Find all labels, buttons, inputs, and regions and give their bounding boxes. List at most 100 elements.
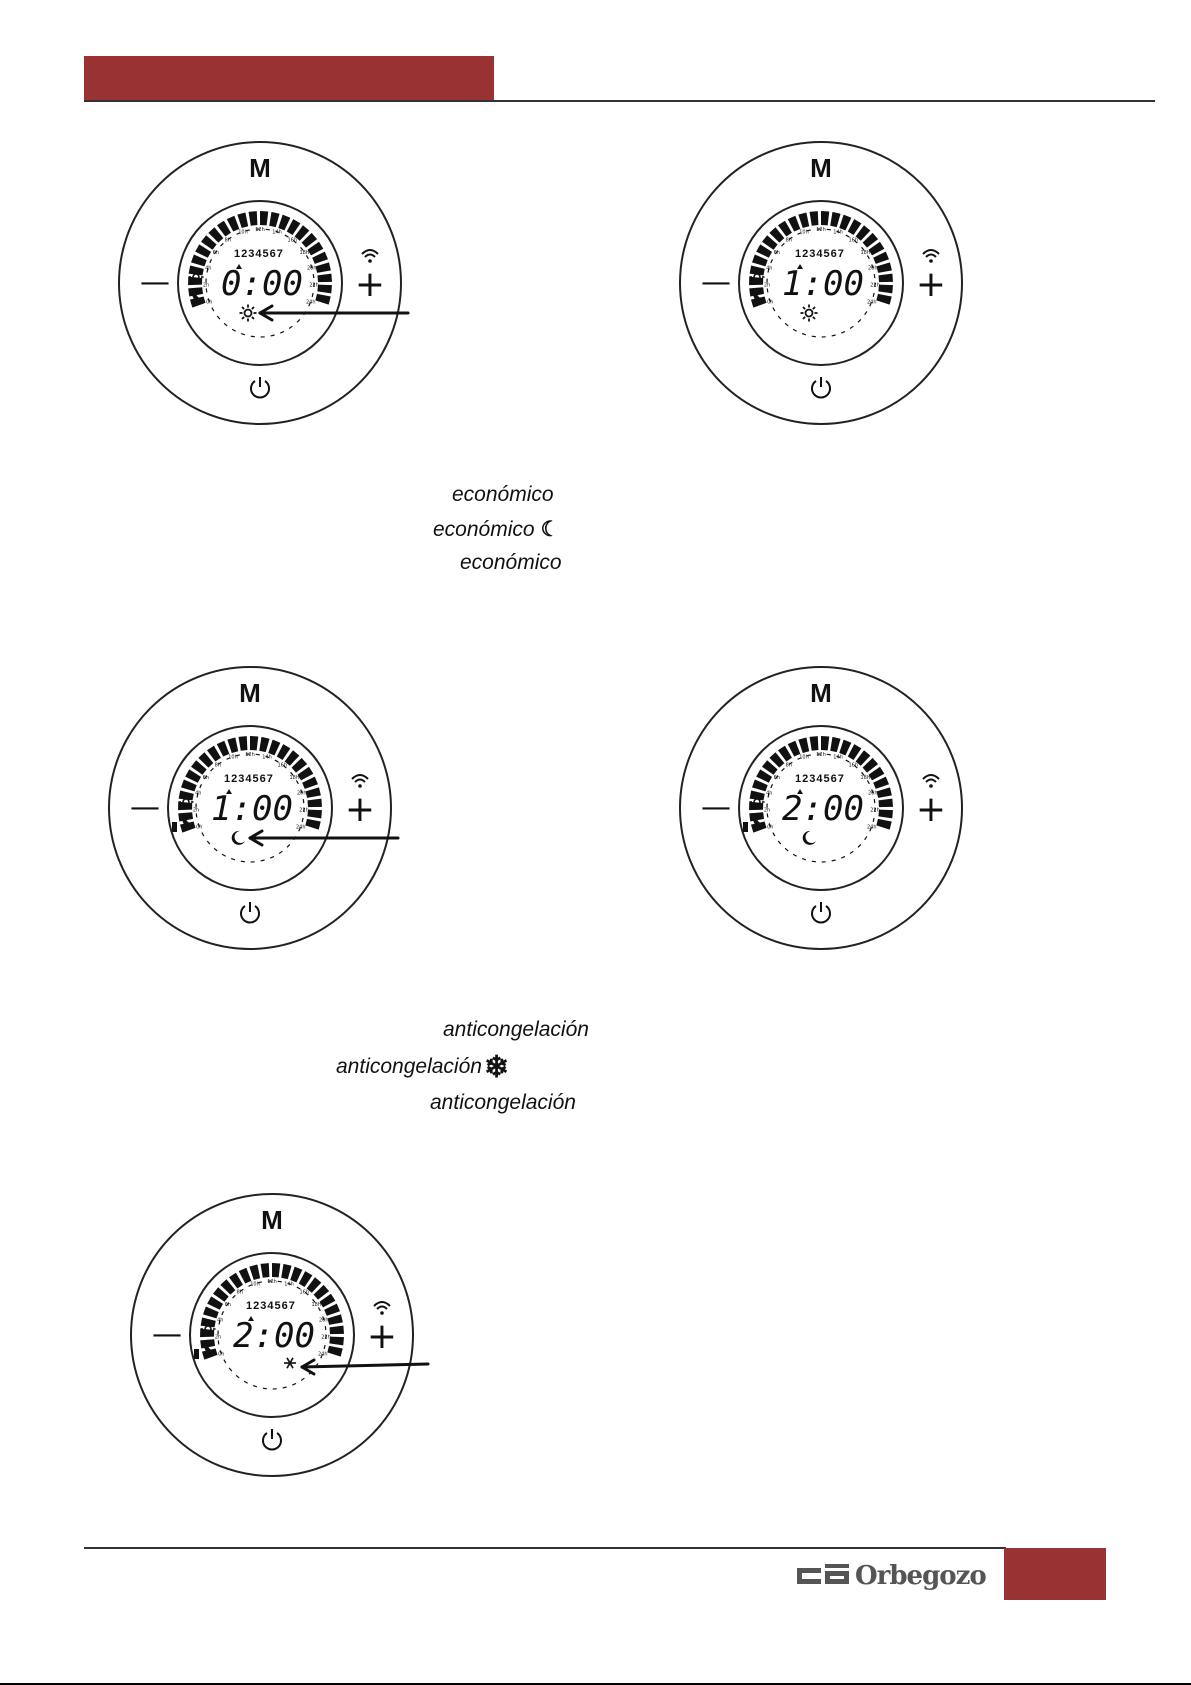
outer-ring: [108, 666, 392, 950]
day-indicator: 1234567: [246, 1300, 296, 1312]
dial-hour-label: 16h: [848, 763, 858, 769]
dial-hour-label: 6h: [213, 250, 219, 256]
label-anticongelacion-3: anticongelación: [430, 1091, 576, 1114]
dial-hour-label: 24h: [867, 824, 877, 830]
sun-icon: [749, 794, 765, 810]
dial-hour-label: 10h: [799, 755, 809, 761]
dial-hour-label: 2h: [193, 808, 199, 814]
dial-hour-label: 18h: [299, 250, 309, 256]
dial-hour-label: 10h: [238, 230, 248, 236]
time-display: 1:00: [782, 264, 864, 304]
power-icon: [811, 902, 831, 924]
dial-hour-label: 12h: [255, 227, 265, 233]
dial-hour-label: 6h: [225, 1302, 231, 1308]
day-indicator: 1234567: [795, 248, 845, 260]
dial-hour-label: 20h: [319, 1318, 329, 1324]
power-icon: [262, 1429, 282, 1451]
display-ring: [738, 200, 904, 366]
plus-button: +: [345, 789, 375, 830]
sun-icon: [239, 304, 257, 322]
svg-text:Orbegozo: Orbegozo: [855, 1561, 986, 1591]
header-rule: [84, 100, 1155, 102]
dial-hour-label: 2h: [215, 1335, 221, 1341]
dial-hour-label: 14h: [272, 230, 282, 236]
dial-hour-label: 8h: [215, 763, 221, 769]
outer-ring: [130, 1193, 414, 1477]
dial-hour-label: 24h: [306, 299, 316, 305]
header-accent-bar: [84, 56, 494, 100]
moon-icon: [182, 814, 194, 826]
frost-bar-icon: [172, 822, 177, 832]
plus-button: +: [916, 264, 946, 305]
footer-accent-block: [1004, 1548, 1106, 1600]
wifi-icon: [373, 1301, 391, 1315]
dial-hour-label: 20h: [868, 791, 878, 797]
snowflake-icon: ❄: [483, 1051, 510, 1084]
dial-hour-label: 18h: [860, 250, 870, 256]
sun-icon: [178, 794, 194, 810]
dial-hour-label: 6h: [774, 250, 780, 256]
dial-hour-label: 24h: [296, 824, 306, 830]
dial-hour-label: 0h: [218, 1351, 224, 1357]
day-marker: [797, 264, 803, 269]
frost-bar-icon: [194, 1349, 199, 1359]
dial-scale: [766, 753, 876, 863]
minus-button: —: [152, 1317, 182, 1352]
dial-hour-label: 20h: [297, 791, 307, 797]
moon-icon: [753, 289, 765, 301]
dial-hour-label: 0h: [767, 824, 773, 830]
dial-hour-label: 22h: [321, 1335, 331, 1341]
label-anticongelacion-1: anticongelación: [443, 1018, 589, 1041]
pointer-arrow: [248, 829, 400, 847]
moon-icon: ☾: [540, 518, 560, 541]
moon-icon: [802, 830, 816, 845]
day-marker: [226, 789, 232, 794]
dial-hour-label: 4h: [195, 791, 201, 797]
dial-hour-label: 10h: [250, 1282, 260, 1288]
dial-hour-label: 20h: [307, 266, 317, 272]
dial-hour-label: 8h: [225, 238, 231, 244]
plus-button: +: [355, 264, 385, 305]
dial-hour-label: 16h: [299, 1290, 309, 1296]
display-ring: [177, 200, 343, 366]
sun-icon: [800, 304, 818, 322]
dial-hour-label: 4h: [205, 266, 211, 272]
moon-icon: [753, 814, 765, 826]
dial-hour-label: 22h: [309, 283, 319, 289]
dial-scale: [205, 228, 315, 338]
dial-hour-label: 14h: [262, 755, 272, 761]
dial-hour-label: 22h: [870, 808, 880, 814]
outer-ring: [679, 666, 963, 950]
outer-ring: [118, 141, 402, 425]
dial-hour-label: 22h: [870, 283, 880, 289]
dial-scale: [766, 228, 876, 338]
wifi-icon: [922, 774, 940, 788]
footer-rule: [84, 1547, 1006, 1549]
time-display: 2:00: [233, 1316, 315, 1356]
mode-button: M: [261, 1205, 283, 1235]
dial-hour-label: 6h: [774, 775, 780, 781]
dial-hour-label: 6h: [203, 775, 209, 781]
dial-hour-label: 16h: [277, 763, 287, 769]
dial-scale: [195, 753, 305, 863]
snowflake-icon: [284, 1357, 296, 1369]
time-display: 2:00: [782, 789, 864, 829]
dial-hour-label: 2h: [203, 283, 209, 289]
minus-button: —: [701, 265, 731, 300]
plus-button: +: [916, 789, 946, 830]
power-icon: [811, 377, 831, 399]
wifi-icon: [361, 249, 379, 263]
dial-hour-label: 2h: [764, 283, 770, 289]
page-bottom-rule: [0, 1683, 1191, 1685]
mode-button: M: [810, 678, 832, 708]
minus-button: —: [130, 790, 160, 825]
day-marker: [797, 789, 803, 794]
hour-segment-bar: [178, 736, 322, 833]
mode-button: M: [810, 153, 832, 183]
dial-hour-label: 4h: [766, 266, 772, 272]
minus-button: —: [701, 790, 731, 825]
